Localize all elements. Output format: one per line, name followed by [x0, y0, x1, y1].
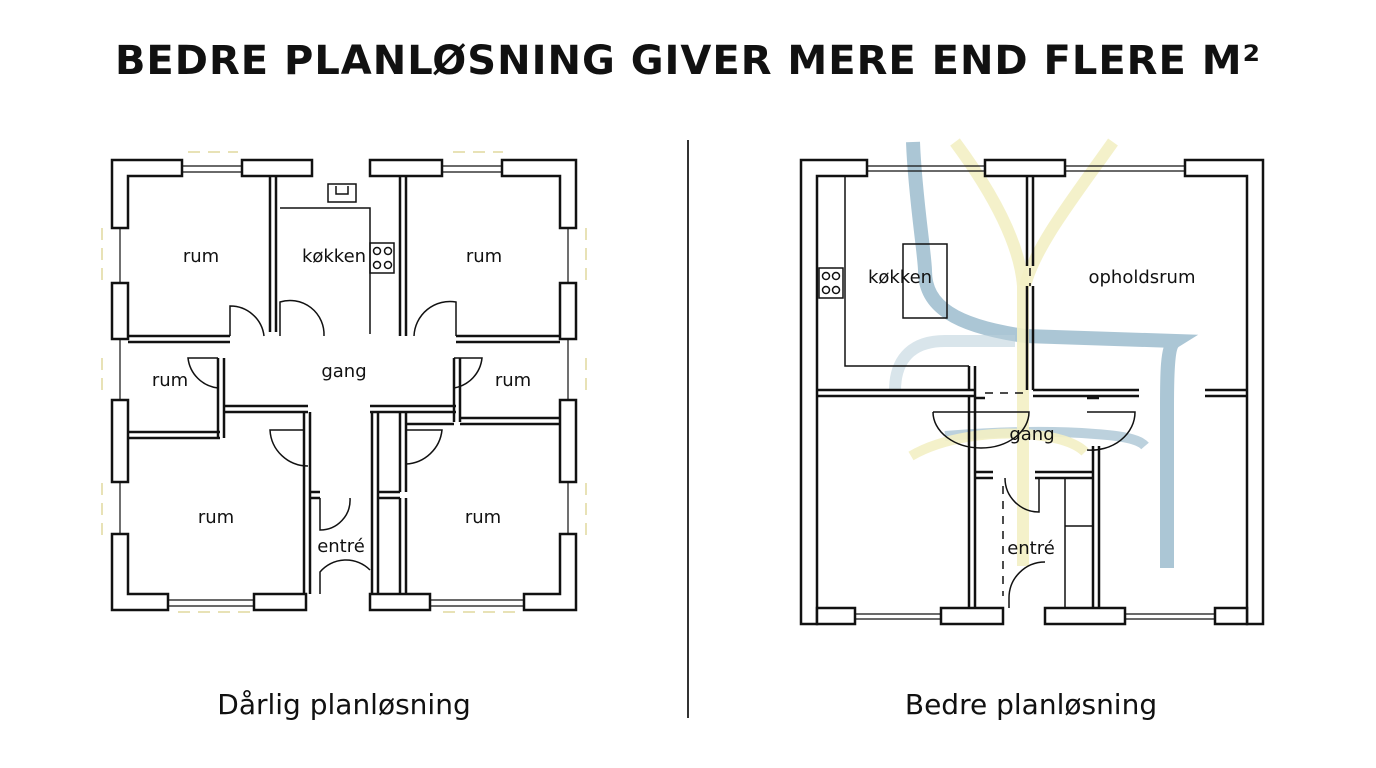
kitchen-fixtures-right: [818, 243, 948, 319]
interior-walls: [128, 176, 560, 594]
label-entrance-right: entré: [1007, 538, 1055, 559]
label-living-room: opholdsrum: [1088, 267, 1195, 288]
flow-lines: [889, 138, 1199, 568]
label-entrance: entré: [317, 536, 365, 557]
label-room-top-left: rum: [183, 246, 219, 267]
label-hall: gang: [321, 361, 366, 382]
left-floor-plan: rum køkken rum rum gang rum rum entré ru…: [101, 151, 587, 613]
caption-better-layout: Bedre planløsning: [904, 688, 1158, 721]
right-floor-plan: køkken opholdsrum gang entré: [799, 138, 1265, 626]
center-divider: [687, 140, 689, 718]
label-hall-right: gang: [1009, 424, 1054, 445]
kitchen-fixtures: [280, 183, 395, 334]
interior-walls-right: [817, 176, 1247, 608]
ghost-window-marks: [101, 151, 587, 613]
page-title: BEDRE PLANLØSNING GIVER MERE END FLERE M…: [114, 38, 1262, 84]
doors-right: [932, 411, 1136, 608]
label-room-mid-right: rum: [495, 370, 531, 391]
doors: [187, 299, 483, 594]
label-kitchen: køkken: [302, 246, 366, 267]
outer-walls: [110, 158, 578, 612]
label-room-mid-left: rum: [152, 370, 188, 391]
label-room-bottom-left: rum: [198, 507, 234, 528]
label-room-top-right: rum: [466, 246, 502, 267]
caption-bad-layout: Dårlig planløsning: [217, 688, 471, 721]
label-room-bottom-right: rum: [465, 507, 501, 528]
outer-walls-right: [799, 158, 1265, 626]
label-kitchen-right: køkken: [868, 267, 932, 288]
open-boundaries: [985, 268, 1031, 596]
